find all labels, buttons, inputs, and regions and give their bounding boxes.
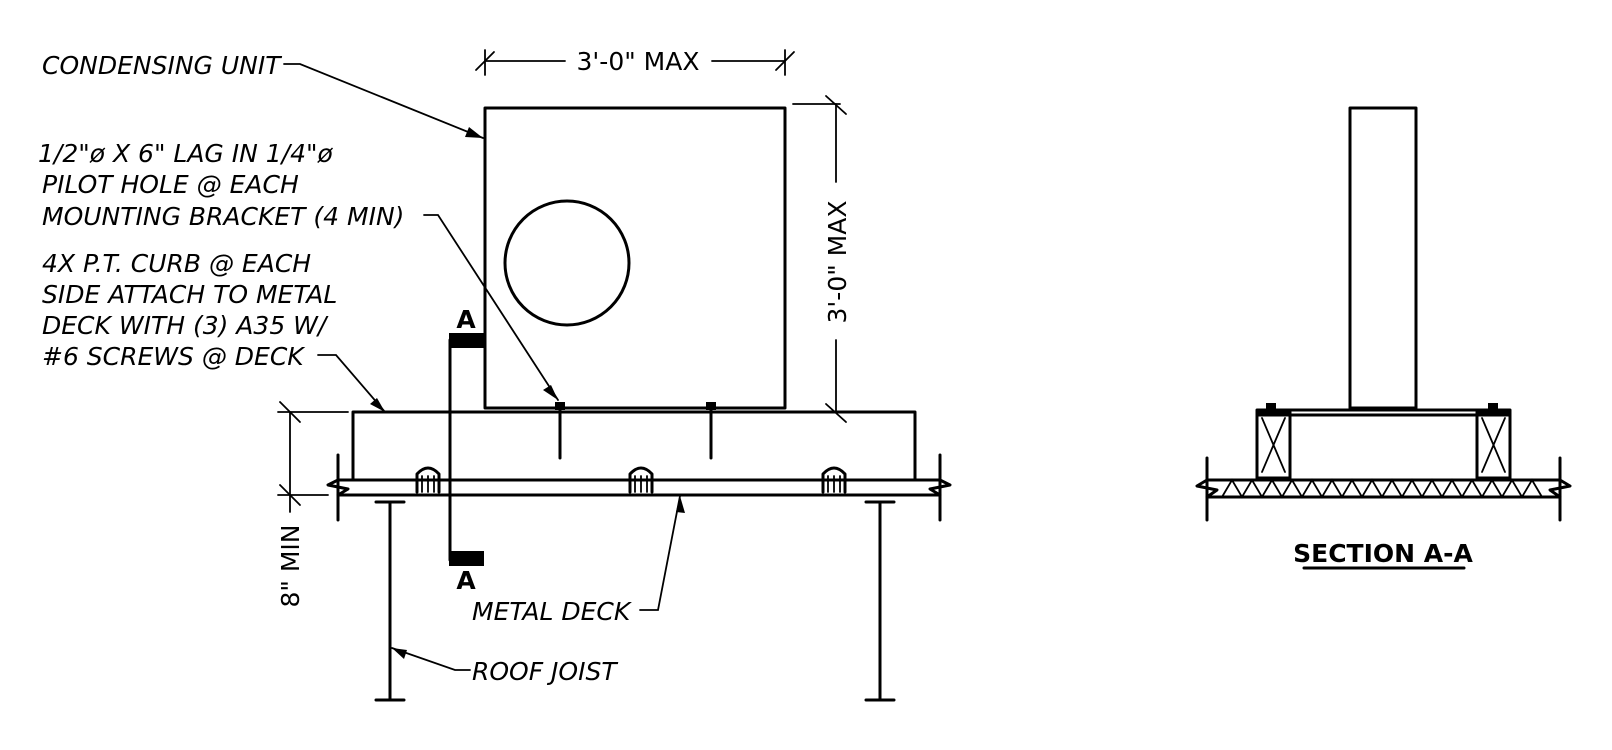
roof-joist-label: ROOF JOIST bbox=[472, 657, 618, 686]
unit-height-dimension-text: 3'-0" MAX bbox=[823, 201, 852, 324]
leader-roof-joist bbox=[391, 647, 471, 671]
leader-condensing-unit bbox=[283, 63, 484, 139]
section-curb-member-right bbox=[1475, 403, 1512, 480]
lag-bolt-left bbox=[548, 402, 572, 460]
section-curb-member-left bbox=[1255, 403, 1292, 480]
a35-clip-3 bbox=[821, 466, 847, 494]
lag-note-line-1: 1/2"ø X 6" LAG IN 1/4"ø bbox=[38, 139, 334, 168]
curb-height-dimension-text: 8" MIN bbox=[276, 525, 305, 608]
a35-clip-1 bbox=[415, 466, 441, 494]
roof-joist-right bbox=[864, 500, 896, 702]
section-deck bbox=[1195, 456, 1572, 522]
elevation-view: A A 3'-0" MAX 3'-0" MAX bbox=[38, 47, 952, 702]
section-cut-line bbox=[448, 333, 484, 566]
section-marker-top: A bbox=[456, 305, 476, 334]
section-marker-bottom: A bbox=[456, 566, 476, 595]
lag-note-line-3: MOUNTING BRACKET (4 MIN) bbox=[42, 202, 404, 231]
curb-height-dimension bbox=[277, 401, 349, 513]
section-a-a-view: SECTION A-A bbox=[1195, 106, 1572, 570]
a35-clip-2 bbox=[628, 466, 654, 494]
section-curb bbox=[1255, 408, 1512, 482]
leader-metal-deck bbox=[639, 495, 685, 611]
unit-width-dimension bbox=[475, 49, 795, 76]
lag-note-line-2: PILOT HOLE @ EACH bbox=[42, 170, 299, 199]
curb-note-line-3: DECK WITH (3) A35 W/ bbox=[42, 311, 329, 340]
lag-bolt-right bbox=[699, 402, 723, 460]
condenser-fan-circle bbox=[503, 199, 631, 327]
condensing-unit-label: CONDENSING UNIT bbox=[42, 51, 282, 80]
unit-width-dimension-text: 3'-0" MAX bbox=[577, 47, 700, 76]
section-unit bbox=[1348, 106, 1418, 410]
curb-note-line-2: SIDE ATTACH TO METAL bbox=[42, 280, 337, 309]
metal-deck-label: METAL DECK bbox=[472, 597, 633, 626]
curb-note-line-4: #6 SCREWS @ DECK bbox=[42, 342, 306, 371]
roof-joist-left bbox=[374, 500, 406, 702]
leader-lag-bolt bbox=[423, 214, 559, 401]
curb-note-line-1: 4X P.T. CURB @ EACH bbox=[42, 249, 311, 278]
condensing-unit-box bbox=[483, 106, 787, 410]
section-title: SECTION A-A bbox=[1293, 539, 1473, 568]
leader-curb bbox=[317, 354, 386, 413]
unit-height-dimension bbox=[792, 95, 847, 423]
